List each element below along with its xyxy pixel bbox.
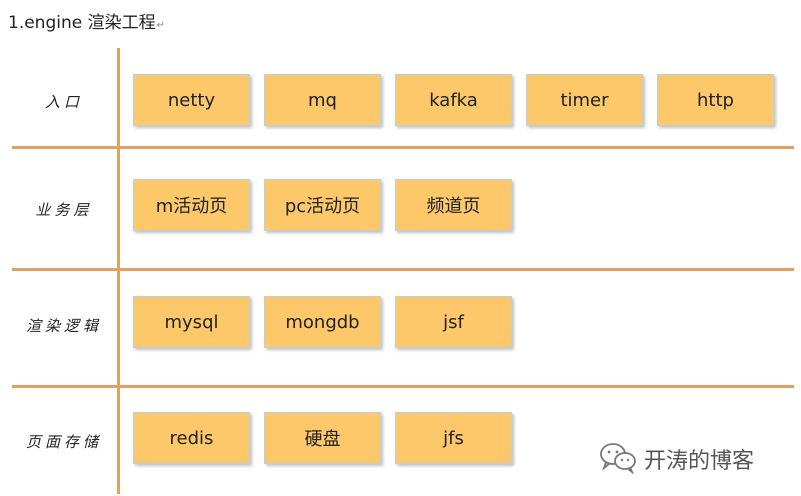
box-pc-activity: pc活动页: [264, 179, 381, 231]
box-netty: netty: [133, 74, 250, 126]
box-http: http: [657, 74, 774, 126]
row-divider-3: [12, 385, 794, 388]
box-m-activity: m活动页: [133, 179, 250, 231]
wechat-icon: [598, 440, 638, 478]
row-divider-1: [12, 146, 794, 149]
box-jsf: jsf: [395, 296, 512, 348]
box-disk: 硬盘: [264, 412, 381, 464]
box-kafka: kafka: [395, 74, 512, 126]
box-redis: redis: [133, 412, 250, 464]
row-divider-2: [12, 268, 794, 271]
box-channel-page: 频道页: [395, 179, 512, 231]
vertical-divider: [117, 48, 120, 494]
box-timer: timer: [526, 74, 643, 126]
paragraph-mark-icon: ↵: [156, 20, 165, 31]
box-mongdb: mongdb: [264, 296, 381, 348]
diagram-title-text: 1.engine 渲染工程: [8, 13, 156, 33]
box-jfs: jfs: [395, 412, 512, 464]
watermark: 开涛的博客: [598, 440, 754, 478]
row-label-entry: 入口: [44, 93, 83, 111]
row-label-render-logic: 渲染逻辑: [25, 317, 102, 335]
watermark-text: 开涛的博客: [644, 449, 755, 474]
diagram-title: 1.engine 渲染工程↵: [8, 8, 165, 33]
row-label-page-storage: 页面存储: [25, 433, 102, 451]
box-mysql: mysql: [133, 296, 250, 348]
row-label-business: 业务层: [35, 201, 93, 219]
box-mq: mq: [264, 74, 381, 126]
